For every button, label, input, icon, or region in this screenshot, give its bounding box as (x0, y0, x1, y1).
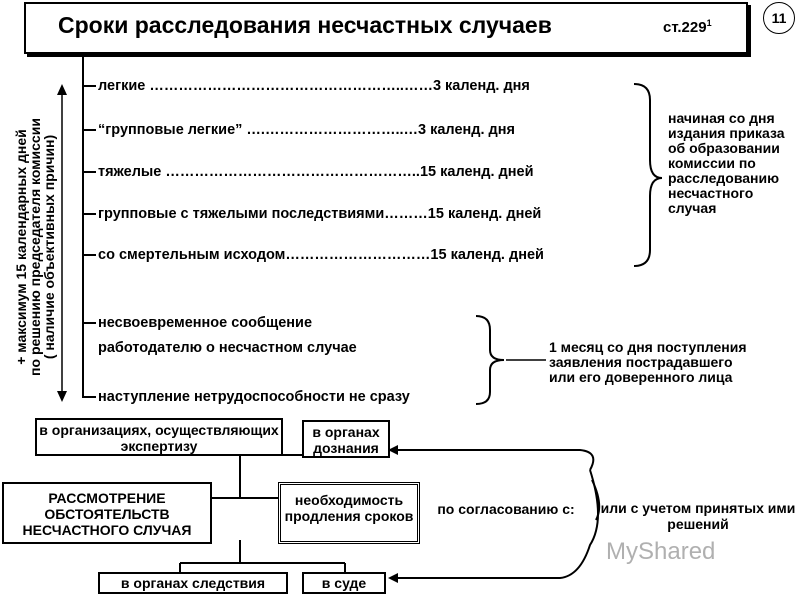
court-box: в суде (302, 572, 386, 594)
side-note-line: + максимум 15 календарных дней (13, 129, 29, 365)
special-case-delayed-disability: наступление нетрудоспособности не сразу (98, 389, 410, 405)
side-note-line: ( наличие объективных причин) (41, 134, 57, 360)
side-note: + максимум 15 календарных дней по решени… (0, 92, 70, 402)
expertise-box: в организациях, осуществляющих экспертиз… (35, 418, 283, 456)
main-box: РАССМОТРЕНИЕ ОБСТОЯТЕЛЬСТВ НЕСЧАСТНОГО С… (2, 482, 212, 544)
special-note-line: или его доверенного лица (549, 369, 733, 385)
article-reference: ст.2291 (663, 18, 712, 36)
category-fatal: со смертельным исходом…………………………15 кален… (98, 247, 544, 263)
article-number: ст.229 (663, 19, 707, 36)
special-note-line: заявления пострадавшего (549, 354, 733, 370)
special-case-late-report: несвоевременное сообщение (98, 315, 313, 331)
category-light: легкие ……………………………………………..……3 календ. дн… (98, 78, 530, 94)
investigation-box: в органах следствия (98, 572, 288, 594)
side-note-line: по решению председателя комиссии (27, 118, 43, 376)
title-box (24, 2, 748, 54)
watermark: MyShared (606, 538, 716, 565)
page-title: Сроки расследования несчастных случаев (58, 12, 552, 38)
article-superscript: 1 (706, 18, 712, 28)
decisions-text: или с учетом принятых ими решений (600, 500, 796, 532)
special-note-line: 1 месяц со дня поступления (549, 339, 747, 355)
category-group-light: “групповые легкие” ….………………………..…3 кален… (98, 122, 515, 138)
special-note: 1 месяц со дня поступления заявления пос… (549, 340, 747, 385)
special-case-late-report-cont: работодателю о несчастном случае (98, 340, 357, 356)
page-number: 11 (763, 2, 795, 34)
category-severe: тяжелые ……………………………………………..15 календ. дн… (98, 164, 534, 180)
brace-note: начиная со дня издания приказа об образо… (668, 110, 785, 216)
inquiry-box: в органах дознания (302, 420, 390, 458)
agreement-text: по согласованию с: (437, 501, 575, 517)
extension-box: необходимость продления сроков (278, 482, 420, 544)
category-group-severe: групповые с тяжелыми последствиями………15 … (98, 206, 542, 222)
